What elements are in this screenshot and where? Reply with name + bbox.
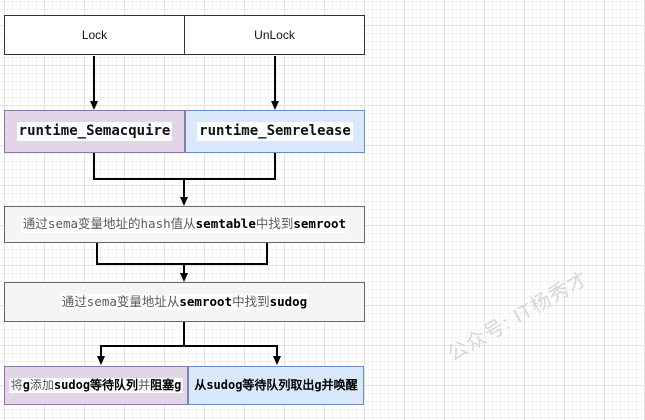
edge-merge-horizontal-line: [93, 178, 276, 180]
node-unlock: UnLock: [184, 16, 364, 54]
node-find-semroot-label: 通过sema变量地址的hash值从semtable中找到semroot: [20, 216, 349, 233]
node-find-sudog-label: 通过sema变量地址从semroot中找到sudog: [59, 293, 310, 311]
edge-semroot-down-line: [183, 263, 185, 274]
edge-semroot-arrowhead-icon: [179, 273, 188, 282]
node-runtime-semacquire: runtime_Semacquire: [4, 110, 185, 153]
edge-unlock-semrelease-line: [274, 56, 276, 102]
node-block-g: 将g添加sudog等待队列并阻塞g: [4, 366, 188, 405]
lock-unlock-group: Lock UnLock: [4, 15, 365, 55]
node-block-g-label: 将g添加sudog等待队列并阻塞g: [8, 377, 184, 394]
node-find-semroot: 通过sema变量地址的hash值从semtable中找到semroot: [4, 206, 365, 243]
edge-lock-semacquire-arrowhead-icon: [89, 101, 98, 110]
node-lock: Lock: [5, 16, 184, 54]
node-runtime-semrelease: runtime_Semrelease: [185, 110, 365, 153]
edge-semacquire-merge-line: [93, 153, 95, 179]
edge-sudog-left-arrowhead-icon: [96, 356, 105, 365]
node-find-sudog: 通过sema变量地址从semroot中找到sudog: [4, 282, 365, 322]
edge-semroot-left-stub-line: [96, 243, 98, 264]
edge-merge-arrowhead-icon: [179, 197, 188, 206]
edge-sudog-right-arrowhead-icon: [272, 356, 281, 365]
node-lock-label: Lock: [81, 28, 108, 42]
edge-sudog-down-line: [183, 322, 185, 346]
node-wake-g-label: 从sudog等待队列取出g并唤醒: [194, 377, 358, 392]
node-unlock-label: UnLock: [254, 28, 295, 42]
edge-semroot-horizontal-line: [96, 263, 268, 265]
edge-semrelease-merge-line: [274, 153, 276, 179]
edge-semroot-right-stub-line: [266, 243, 268, 264]
edge-lock-semacquire-line: [93, 56, 95, 102]
node-runtime-semacquire-label: runtime_Semacquire: [16, 122, 173, 141]
node-runtime-semrelease-label: runtime_Semrelease: [197, 122, 353, 141]
edge-sudog-left-line: [100, 345, 102, 357]
node-wake-g: 从sudog等待队列取出g并唤醒: [188, 366, 364, 405]
edge-unlock-semrelease-arrowhead-icon: [270, 101, 279, 110]
edge-sudog-horizontal-line: [100, 345, 278, 347]
edge-merge-down-line: [183, 178, 185, 198]
watermark-text: 公众号: IT杨秀才: [443, 267, 593, 366]
edge-sudog-right-line: [276, 345, 278, 357]
